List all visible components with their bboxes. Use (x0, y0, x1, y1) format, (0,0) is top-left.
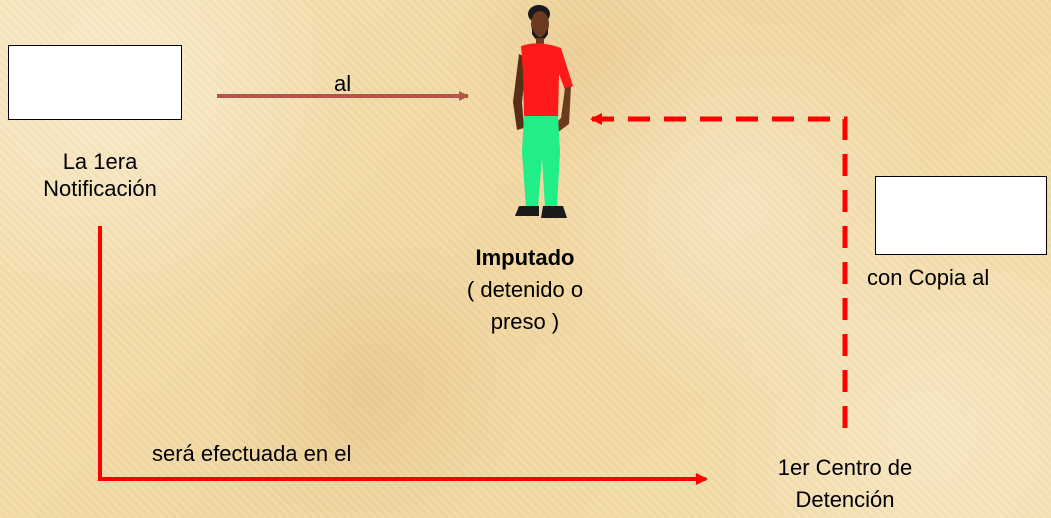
notification-label-line2: Notificación (43, 176, 157, 201)
arrow-bottom-label: será efectuada en el (152, 441, 352, 466)
imputado-subtitle-line1: ( detenido o (466, 277, 584, 302)
detention-center-line2: Detención (795, 487, 895, 512)
detention-center-label: 1er Centro de Detención (720, 452, 970, 516)
imputado-subtitle-line2: preso ) (490, 309, 560, 334)
notification-label: La 1era Notificación (10, 148, 190, 202)
imputado-title: Imputado (475, 245, 575, 270)
imputado-label: Imputado ( detenido o preso ) (445, 242, 605, 338)
notification-box (8, 45, 182, 120)
arrow-detention-center-to-imputado (590, 113, 848, 428)
arrow-top-label: al (334, 71, 352, 96)
notification-label-line1: La 1era (62, 149, 138, 174)
copy-box (875, 176, 1047, 255)
imputado-figure-icon (513, 5, 573, 218)
copy-label: con Copia al (867, 265, 990, 290)
detention-center-line1: 1er Centro de (777, 455, 913, 480)
arrow-notification-to-detention-center (98, 226, 708, 485)
